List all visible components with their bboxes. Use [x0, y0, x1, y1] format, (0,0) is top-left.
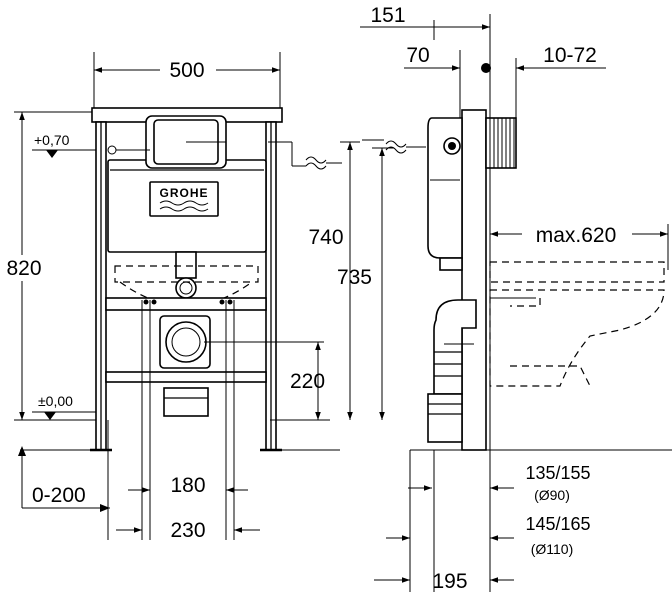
dim-spacing-outer: 230: [170, 519, 205, 542]
dim-height-label: 820: [6, 257, 41, 280]
dim-offset-wall: 10-72: [543, 44, 597, 67]
dim-max-depth: max.620: [536, 224, 617, 247]
dim-spacing-inner: 180: [170, 474, 205, 497]
dim-width-label: 500: [169, 59, 204, 82]
dim-adjust-label: 0-200: [32, 484, 86, 507]
level-floor-label: ±0,00: [38, 393, 73, 409]
front-view: 500 820 +0,70 ±0,00 GROH: [0, 52, 340, 542]
dim-drain-height: 220: [290, 370, 325, 393]
dim-drain-90: 135/155: [525, 463, 590, 483]
dim-height-735: 735: [337, 266, 372, 289]
brand-logo: GROHE: [159, 186, 208, 200]
dim-floor-offset: 195: [432, 570, 467, 593]
dim-offset-frame: 70: [406, 44, 429, 67]
dim-drain-110: 145/165: [525, 514, 590, 534]
dim-offset-total: 151: [370, 4, 405, 27]
dim-drain-90-dia: (Ø90): [534, 487, 570, 503]
dim-height-740: 740: [308, 226, 343, 249]
dim-drain-110-dia: (Ø110): [531, 541, 574, 557]
side-view: 151 70 10-72 740 735: [268, 4, 672, 593]
level-top-label: +0,70: [34, 132, 70, 148]
